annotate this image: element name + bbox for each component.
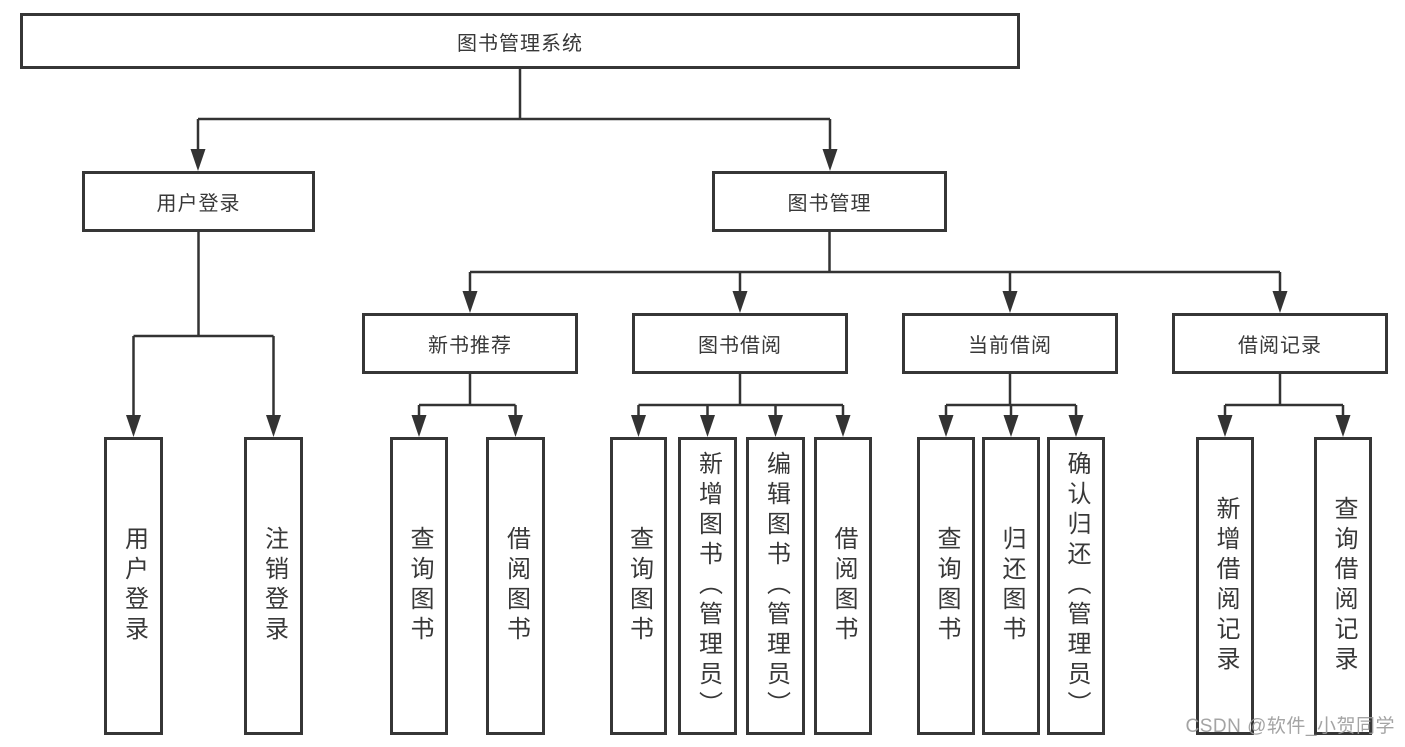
node-label: 查询图书 (933, 526, 960, 646)
node-new-book-recommend: 新书推荐 (362, 313, 578, 374)
node-leaf-confirm-return-admin: 确认归还（管理员） (1047, 437, 1105, 735)
connector-root-to-level2 (196, 69, 832, 152)
node-leaf-query-books-1: 查询图书 (390, 437, 448, 735)
node-leaf-borrow-books-1: 借阅图书 (486, 437, 545, 735)
node-label: 新增图书（管理员） (694, 451, 722, 721)
node-label: 新书推荐 (428, 335, 512, 357)
node-label: 用户登录 (120, 526, 148, 646)
node-leaf-add-books-admin: 新增图书（管理员） (678, 437, 737, 735)
node-label: 确认归还（管理员） (1063, 451, 1090, 721)
node-leaf-query-borrow-record: 查询借阅记录 (1314, 437, 1372, 735)
node-label: 图书管理 (787, 193, 872, 215)
node-user-login: 用户登录 (82, 171, 315, 232)
node-leaf-user-login: 用户登录 (104, 437, 163, 735)
node-label: 注销登录 (260, 526, 288, 646)
node-label: 归还图书 (998, 526, 1025, 646)
node-label: 新增借阅记录 (1212, 496, 1239, 676)
node-leaf-borrow-books-2: 借阅图书 (814, 437, 872, 735)
node-borrowing-records: 借阅记录 (1172, 313, 1388, 374)
node-book-management-system: 图书管理系统 (20, 13, 1020, 69)
node-label: 借阅图书 (830, 526, 857, 646)
connector-user-login-to-leaves (132, 232, 275, 418)
node-label: 图书借阅 (698, 335, 782, 357)
node-leaf-edit-books-admin: 编辑图书（管理员） (746, 437, 805, 735)
node-label: 借阅图书 (502, 526, 530, 646)
node-label: 查询借阅记录 (1330, 496, 1357, 676)
connector-new-book-recommend-to-leaves (417, 374, 517, 418)
node-leaf-add-borrow-record: 新增借阅记录 (1196, 437, 1254, 735)
node-label: 编辑图书（管理员） (762, 451, 790, 721)
node-leaf-query-books-2: 查询图书 (610, 437, 667, 735)
node-book-borrowing: 图书借阅 (632, 313, 848, 374)
node-label: 查询图书 (625, 526, 653, 646)
node-current-borrowing: 当前借阅 (902, 313, 1118, 374)
connector-borrowing-records-to-leaves (1223, 374, 1345, 418)
node-label: 查询图书 (406, 526, 433, 646)
watermark: CSDN @软件_小贺同学 (1185, 716, 1395, 737)
connector-book-borrowing-to-leaves (637, 374, 845, 418)
node-leaf-query-books-3: 查询图书 (917, 437, 975, 735)
node-leaf-logout: 注销登录 (244, 437, 303, 735)
node-label: 用户登录 (156, 193, 241, 215)
node-leaf-return-books: 归还图书 (982, 437, 1040, 735)
node-book-management: 图书管理 (712, 171, 947, 232)
node-label: 当前借阅 (968, 335, 1052, 357)
node-label: 借阅记录 (1238, 335, 1322, 357)
node-label: 图书管理系统 (457, 32, 583, 55)
connector-book-management-to-level3 (468, 232, 1282, 294)
connector-current-borrowing-to-leaves (944, 374, 1078, 418)
